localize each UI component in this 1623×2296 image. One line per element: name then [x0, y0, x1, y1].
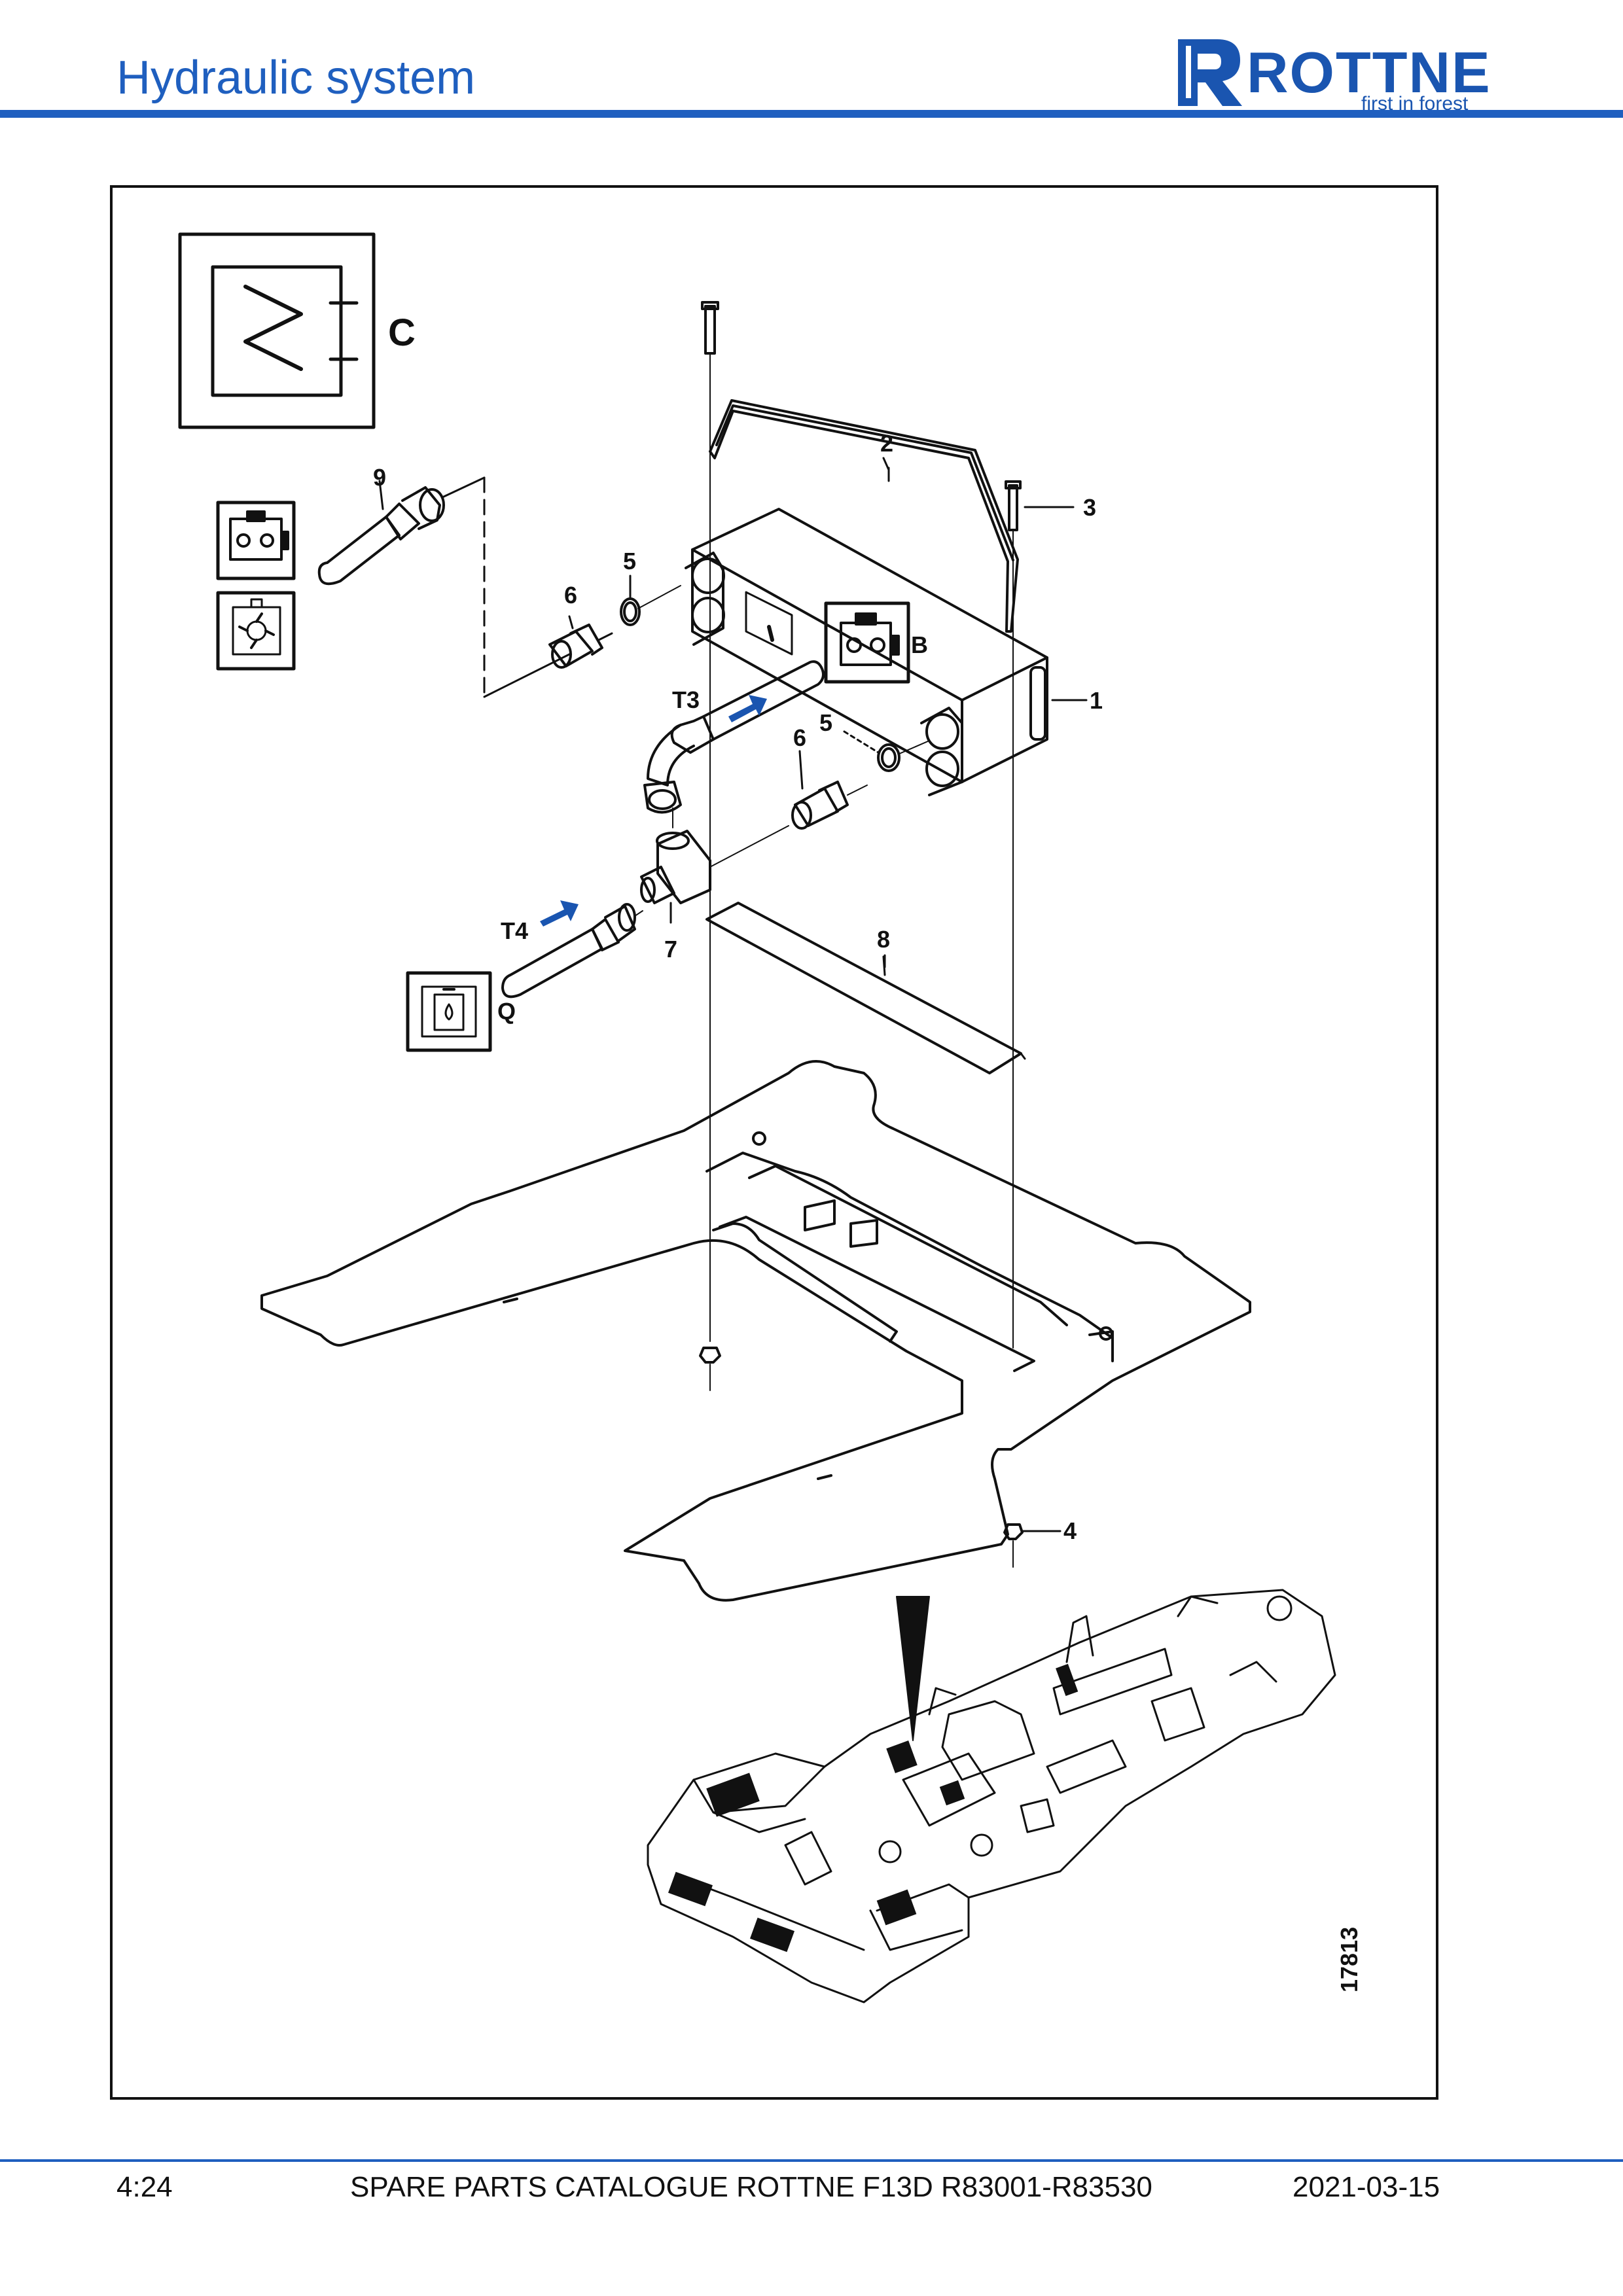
connector-symbol-icon	[216, 501, 296, 580]
nut-4-left	[699, 1347, 721, 1391]
callout-8: 8	[877, 926, 890, 953]
hose-t4	[501, 903, 643, 998]
header-rule	[0, 110, 1623, 118]
symbol-label-b: B	[911, 631, 928, 658]
location-pointer	[896, 1596, 930, 1741]
symbol-label-c: C	[388, 311, 416, 354]
rottne-logo-mark-icon	[1178, 39, 1242, 106]
o-ring-5-upper	[620, 574, 681, 626]
callout-5-lower: 5	[819, 709, 832, 736]
fan-symbol-icon	[216, 591, 296, 671]
cab-floor-plate	[260, 1060, 1251, 1602]
drawing-frame	[110, 185, 1438, 2100]
symbol-label-q: Q	[497, 998, 516, 1025]
callout-t4: T4	[501, 917, 528, 944]
callout-5-upper: 5	[623, 548, 636, 574]
bolt-3	[1005, 480, 1075, 1349]
tee-fitting-7	[640, 807, 789, 924]
connector-b-symbol-icon	[824, 601, 910, 684]
callout-3: 3	[1083, 494, 1096, 521]
tank-symbol-icon	[406, 971, 492, 1052]
callout-4: 4	[1063, 1517, 1077, 1544]
nut-4	[1003, 1523, 1061, 1568]
figure-number: 17813	[1336, 1927, 1363, 1992]
hose-9	[317, 476, 571, 698]
footer-rule	[0, 2159, 1623, 2162]
fitting-6-lower	[791, 750, 868, 830]
page-title: Hydraulic system	[116, 52, 476, 104]
oil-cooler-1	[685, 508, 1048, 796]
machine-chassis	[647, 1589, 1336, 2004]
o-ring-5-lower	[843, 730, 930, 772]
callout-6-lower: 6	[793, 724, 806, 751]
fitting-6-upper	[548, 615, 613, 669]
long-bolt-left	[701, 301, 719, 1342]
flow-arrow-t3-icon	[728, 695, 767, 722]
callout-2: 2	[880, 430, 893, 457]
callout-t3: T3	[672, 686, 700, 713]
callout-1: 1	[1090, 687, 1103, 714]
chassis-vents	[668, 1663, 1079, 1952]
callout-9: 9	[373, 464, 386, 491]
callout-7: 7	[664, 936, 677, 963]
catalogue-date: 2021-03-15	[1293, 2171, 1440, 2203]
cooler-symbol-icon	[178, 232, 376, 429]
catalogue-title: SPARE PARTS CATALOGUE ROTTNE F13D R83001…	[350, 2171, 1152, 2203]
logo-wordmark: ROTTNE	[1247, 40, 1491, 105]
flow-arrow-t4-icon	[540, 900, 579, 927]
page-number: 4:24	[116, 2171, 173, 2203]
insulation-mat-8	[705, 902, 1026, 1074]
callout-6-upper: 6	[564, 582, 577, 609]
hose-t3	[643, 660, 825, 814]
